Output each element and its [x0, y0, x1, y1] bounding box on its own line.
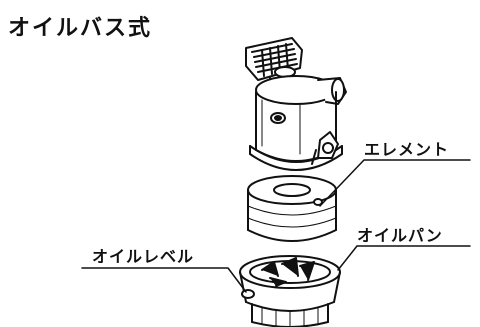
leader-lines [81, 159, 471, 293]
diagram-title: オイルバス式 [8, 16, 153, 41]
label-oil-level: オイルレベル [92, 247, 195, 266]
oilpan-leader [337, 245, 471, 271]
oillevel-leader [81, 267, 247, 293]
element-leader [319, 159, 471, 207]
oil-pan [239, 255, 341, 327]
label-element: エレメント [364, 140, 450, 159]
air-cleaner-housing [245, 37, 347, 171]
label-oil-pan: オイルパン [357, 226, 443, 245]
filter-element [247, 175, 337, 242]
